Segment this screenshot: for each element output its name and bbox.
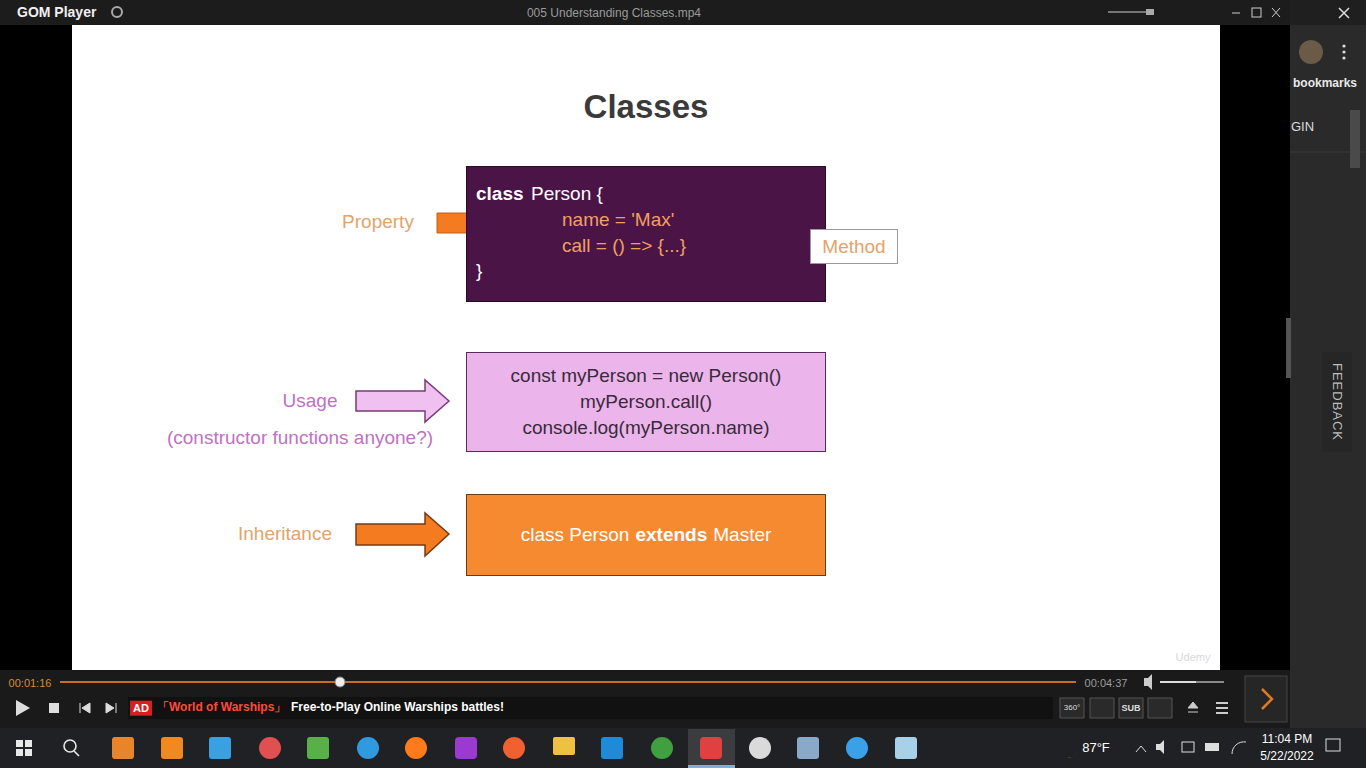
title-bar <box>0 0 1290 25</box>
method-label: Method <box>822 236 885 258</box>
seek-thumb <box>335 677 345 687</box>
feedback-tab <box>1322 352 1352 452</box>
usage-label: Usage <box>283 390 338 412</box>
ad-title: 「World of Warships」 <box>157 701 286 715</box>
scrollbar <box>1350 110 1360 168</box>
code-text: class Person <box>521 524 630 546</box>
video-area <box>0 25 1290 670</box>
vr-button-label: 360° <box>1064 703 1081 712</box>
feedback-tab-label: FEEDBACK <box>1330 363 1345 441</box>
taskbar <box>0 728 1366 768</box>
login-fragment: GIN <box>1291 120 1314 135</box>
stop-button <box>49 703 59 713</box>
code-line: name = 'Max' <box>562 209 674 231</box>
code-line: Person { <box>531 183 603 205</box>
app-name: GOM Player <box>17 4 96 20</box>
slide <box>72 25 1220 670</box>
browser-top <box>1290 0 1366 25</box>
clock-date: 5/22/2022 <box>1260 750 1313 764</box>
code-line: call = () => {...} <box>562 235 686 257</box>
clock-time: 11:04 PM <box>1262 733 1312 747</box>
total-time: 00:04:37 <box>1085 677 1128 690</box>
code-text: extends <box>635 524 707 546</box>
browser-panel <box>1290 0 1366 728</box>
subtitle-button-label: SUB <box>1121 703 1140 713</box>
seek-bar <box>60 681 1076 683</box>
usage-arrow <box>356 380 449 422</box>
elapsed-time: 00:01:16 <box>9 677 52 690</box>
class-code-box: class Person { name = 'Max' call = () => {.… <box>466 166 826 302</box>
start-icon <box>16 740 32 756</box>
code-line: } <box>476 260 482 282</box>
weather-icon <box>1062 744 1078 758</box>
ad-strip <box>128 697 1053 719</box>
usage-code-box: const myPerson = new Person()myPerson.ca… <box>466 352 826 452</box>
watermark: Udemy <box>1176 651 1211 664</box>
splitter <box>1286 318 1291 378</box>
property-label: Property <box>342 211 414 233</box>
code-line: myPerson.call() <box>580 389 712 415</box>
slide-title: Classes <box>584 88 709 126</box>
code-line: const myPerson = new Person() <box>511 363 782 389</box>
taskbar-icons <box>112 729 917 768</box>
inheritance-arrow <box>356 513 449 556</box>
constructor-note: (constructor functions anyone?) <box>167 427 433 449</box>
bookmarks-label: bookmarks <box>1293 77 1357 91</box>
control-bar <box>0 670 1290 728</box>
code-line: class <box>476 183 524 205</box>
code-text: Master <box>713 524 771 546</box>
inheritance-box: class Personextends Master <box>466 494 826 576</box>
ad-badge: AD <box>130 701 152 716</box>
temperature: 87°F <box>1082 741 1110 756</box>
ad-text: Free-to-Play Online Warships battles! <box>291 701 504 715</box>
code-line: console.log(myPerson.name) <box>522 415 769 441</box>
gear-icon <box>112 7 122 17</box>
avatar <box>1299 40 1323 64</box>
file-name: 005 Understanding Classes.mp4 <box>527 7 701 21</box>
inheritance-label: Inheritance <box>238 523 332 545</box>
method-box: Method <box>810 229 898 264</box>
play-button <box>16 700 30 716</box>
